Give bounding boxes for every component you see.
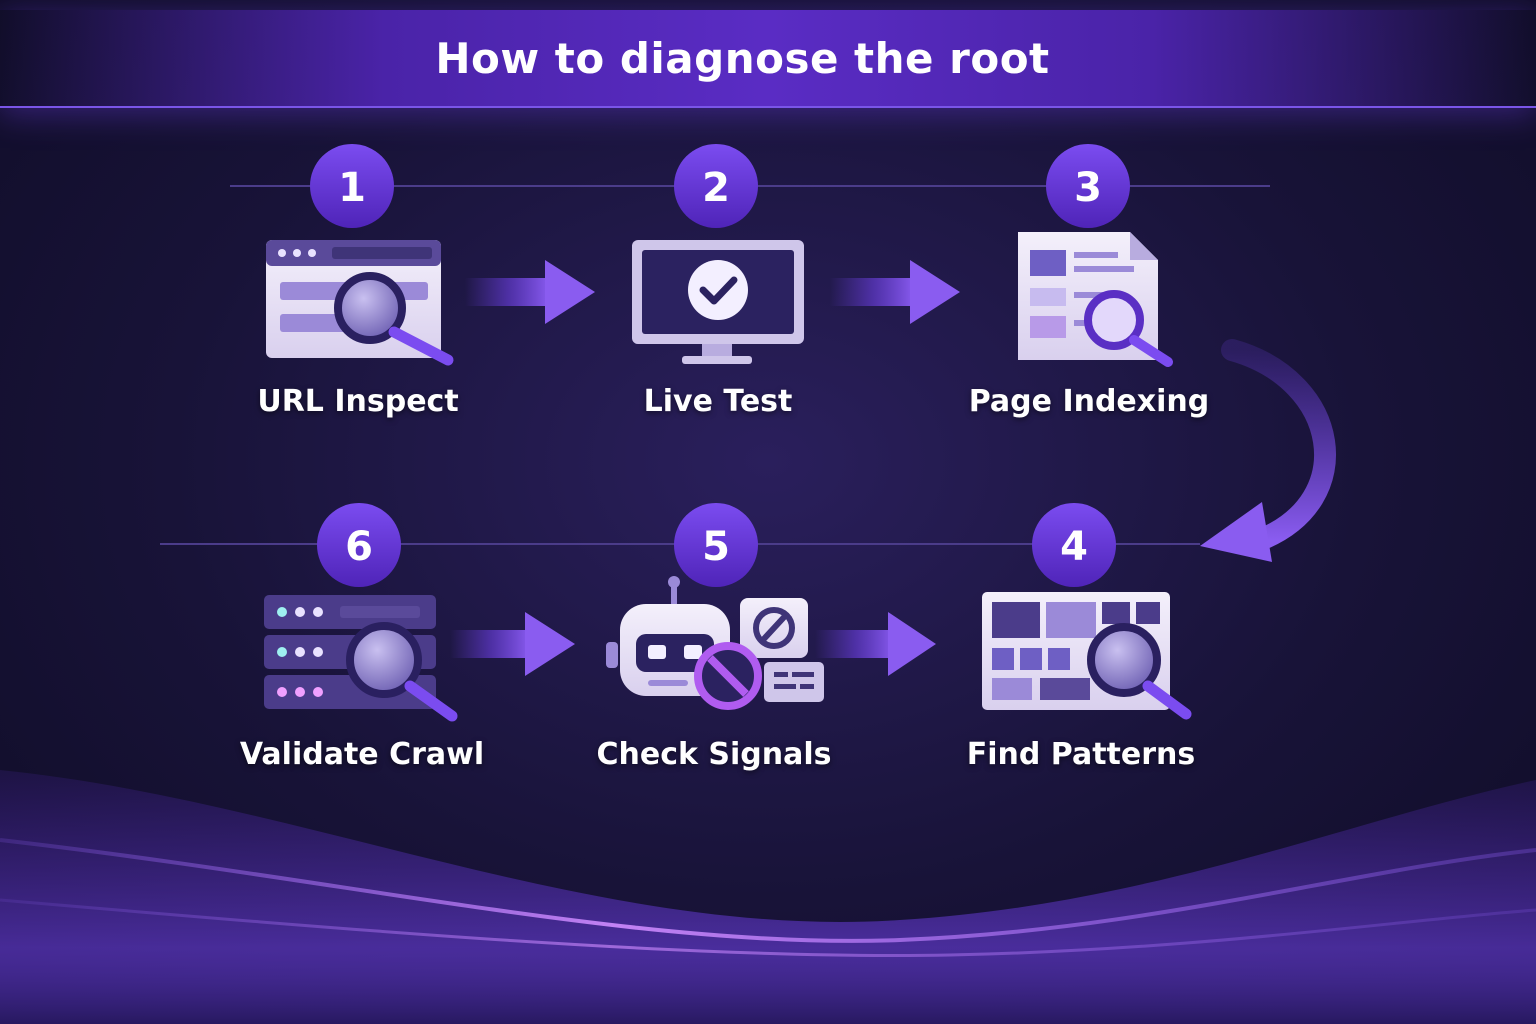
robot-block-icon <box>606 576 824 710</box>
step-3-label: Page Indexing <box>968 384 1210 419</box>
step-3-number: 3 <box>1074 165 1102 211</box>
page-title: How to diagnose the root <box>435 34 1050 83</box>
step-1-number: 1 <box>338 165 366 211</box>
step-2-label: Live Test <box>643 384 793 419</box>
step-2-badge: 2 <box>674 144 758 228</box>
step-6-label: Validate Crawl <box>239 737 485 772</box>
monitor-check-icon <box>632 240 804 364</box>
step-2-number: 2 <box>702 165 730 211</box>
step-4-badge: 4 <box>1032 503 1116 587</box>
step-6-number: 6 <box>345 524 373 570</box>
step-1-badge: 1 <box>310 144 394 228</box>
server-search-icon <box>264 595 458 722</box>
step-5-number: 5 <box>702 524 730 570</box>
browser-search-icon <box>266 240 454 366</box>
curved-arrow-3-to-4-icon <box>1200 339 1336 562</box>
grid-search-icon <box>982 592 1192 720</box>
arrow-2-to-3-icon <box>830 260 960 324</box>
step-3-badge: 3 <box>1046 144 1130 228</box>
title-banner <box>0 10 1536 108</box>
arrow-5-to-4-icon <box>815 612 936 676</box>
step-6-badge: 6 <box>317 503 401 587</box>
step-4-label: Find Patterns <box>966 737 1196 772</box>
step-4-number: 4 <box>1060 524 1088 570</box>
step-5-label: Check Signals <box>596 737 832 772</box>
document-search-icon <box>1018 232 1173 367</box>
step-5-badge: 5 <box>674 503 758 587</box>
decorative-wave <box>0 770 1536 1024</box>
arrow-1-to-2-icon <box>465 260 595 324</box>
arrow-6-to-5-icon <box>450 612 575 676</box>
step-1-label: URL Inspect <box>257 384 459 419</box>
